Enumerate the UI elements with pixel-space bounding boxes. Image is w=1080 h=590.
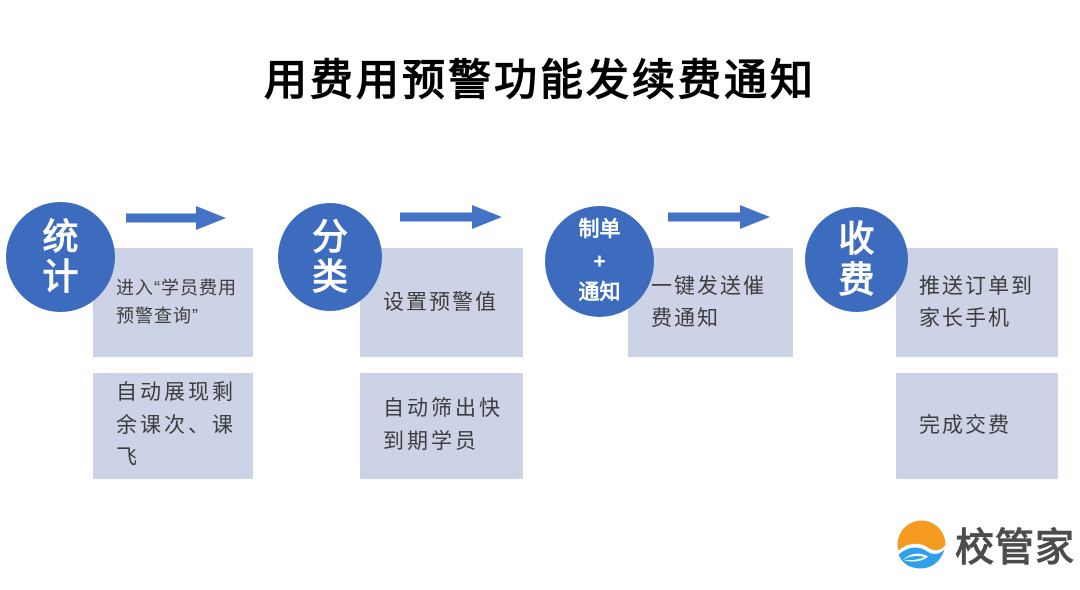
circle-label-line: 计 <box>42 256 79 297</box>
step-box: 完成交费 <box>896 373 1058 479</box>
circle-label-line: 费 <box>838 258 875 300</box>
step-box-text: 一键发送催费通知 <box>651 275 766 330</box>
step-box-text: 自动筛出快到期学员 <box>383 397 503 453</box>
step-box: 自动筛出快到期学员 <box>360 373 523 479</box>
step-circle-classify: 分 类 <box>278 203 382 311</box>
step-box: 自动展现剩余课次、课飞 <box>93 373 253 479</box>
step-box-text: 完成交费 <box>919 414 1011 438</box>
step-box-text: 进入“学员费用预警查询” <box>116 277 237 326</box>
step-circle-statistics: 统 计 <box>6 202 115 312</box>
step-box: 推送订单到家长手机 <box>896 248 1058 357</box>
step-box-text: 推送订单到家长手机 <box>919 275 1034 330</box>
step-box: 进入“学员费用预警查询” <box>93 248 253 357</box>
flow-arrow-2 <box>400 202 502 232</box>
brand-name: 校管家 <box>955 527 1076 570</box>
circle-label-line: 类 <box>311 256 348 297</box>
step-box-text: 设置预警值 <box>383 290 498 314</box>
step-circle-order-notify: 制单 + 通知 <box>545 206 654 317</box>
circle-label-line: 统 <box>42 215 79 257</box>
flow-arrow-1 <box>126 203 226 233</box>
circle-label-line: 通知 <box>578 281 621 305</box>
circle-label-line: 收 <box>838 218 875 260</box>
xiaoguanjia-logo-icon <box>897 520 946 570</box>
circle-label-line: + <box>593 249 606 273</box>
flow-arrow-3 <box>668 202 770 232</box>
step-box-text: 自动展现剩余课次、课飞 <box>116 381 236 470</box>
circle-label-line: 分 <box>311 215 348 257</box>
page-title: 用费用预警功能发续费通知 <box>264 57 816 105</box>
circle-label-line: 制单 <box>578 218 621 242</box>
step-box: 一键发送催费通知 <box>628 248 793 357</box>
brand-logo: 校管家 <box>895 517 1075 573</box>
step-circle-charge: 收 费 <box>805 207 908 312</box>
step-box: 设置预警值 <box>360 248 523 357</box>
